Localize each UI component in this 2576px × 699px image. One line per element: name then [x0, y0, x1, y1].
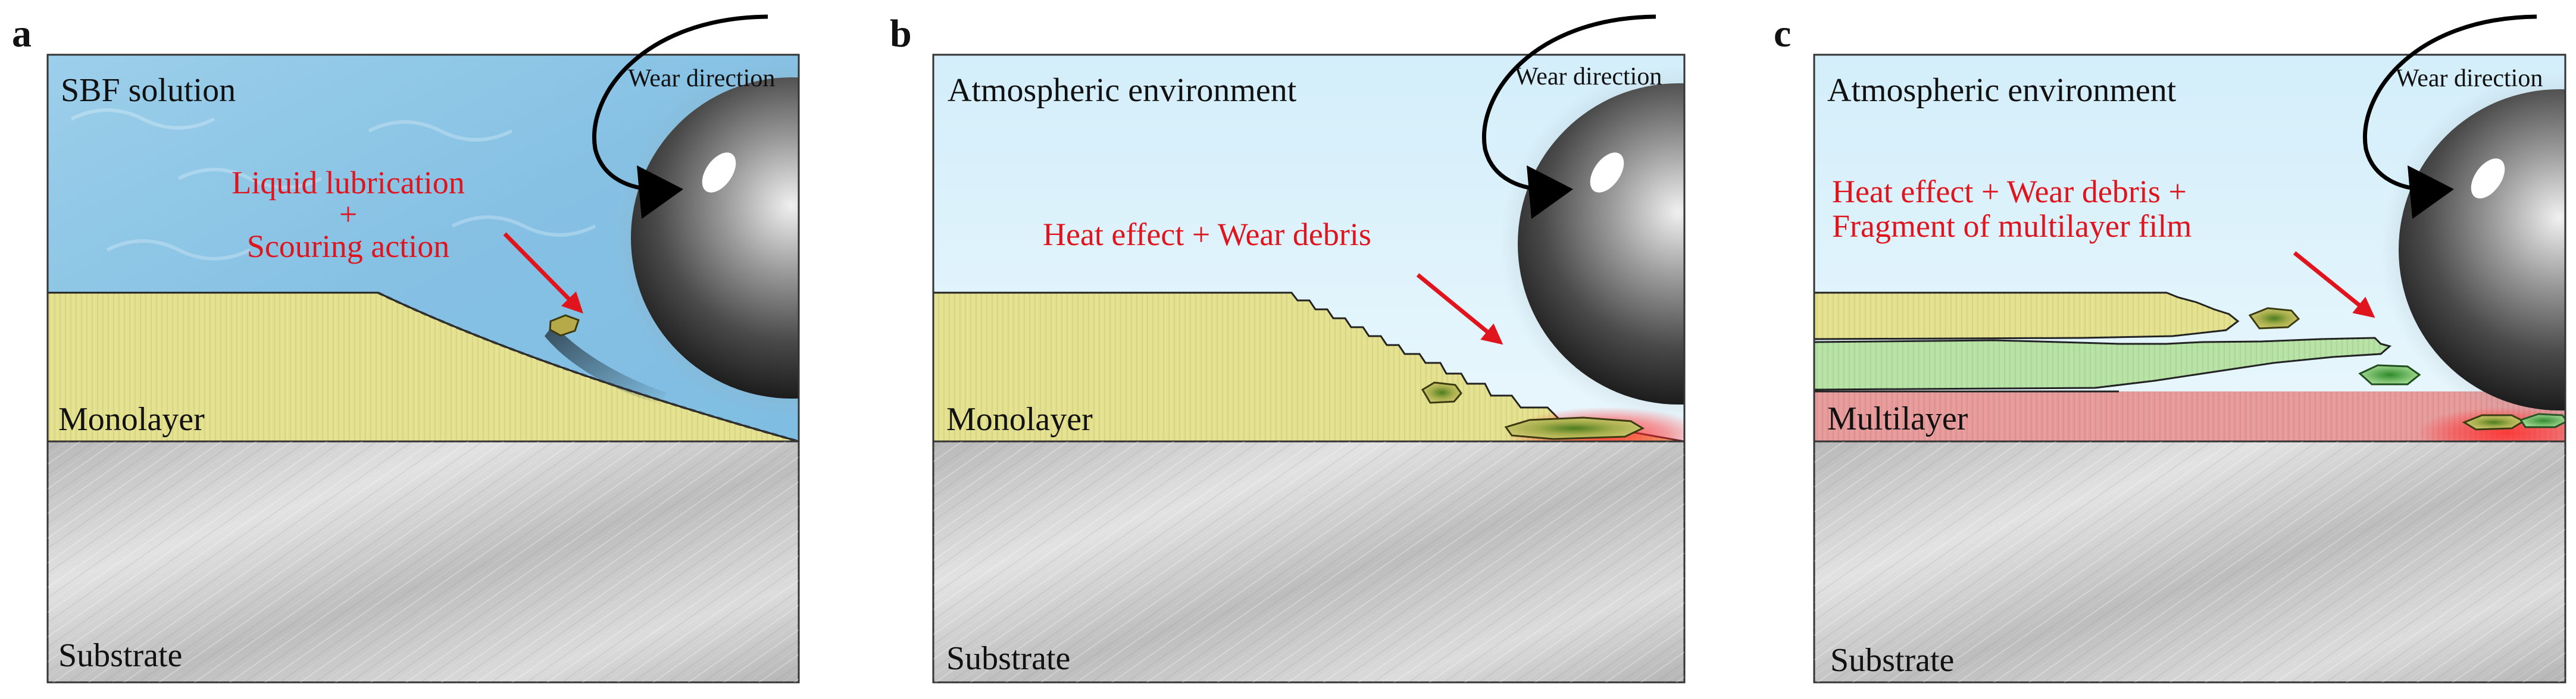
substrate-texture: [933, 441, 1684, 682]
multilayer-yellow-texture: [1814, 293, 2238, 339]
wear-direction-label: Wear direction: [1515, 63, 1662, 90]
wear-direction-arrowhead: [637, 165, 683, 219]
ball-highlight: [1590, 152, 1624, 193]
wear-track: [377, 291, 799, 441]
wear-direction-arrow: [2363, 14, 2537, 192]
counterface-ball: [2399, 89, 2565, 410]
wear-direction-label: Wear direction: [2396, 65, 2543, 92]
wear-direction-arrow: [592, 14, 768, 192]
wear-direction-label: Wear direction: [628, 65, 775, 92]
debris-trail: [545, 324, 667, 405]
panel-b: b Atmospheric environment Wear direction…: [890, 12, 1686, 684]
panel-c: c: [1774, 12, 2566, 684]
wear-direction-arrowhead: [1527, 165, 1573, 219]
mechanism-arrow: [2293, 251, 2375, 318]
environment-label: SBF solution: [61, 72, 236, 109]
layer-label: Monolayer: [58, 401, 205, 438]
substrate-texture: [1814, 441, 2565, 682]
monolayer-edge: [933, 291, 1684, 441]
panel-letter: b: [890, 12, 912, 55]
wear-debris: [2248, 307, 2300, 330]
monolayer-texture: [933, 293, 1684, 441]
wear-debris: [549, 314, 580, 337]
mechanism-line-2: Fragment of multilayer film: [1832, 208, 2192, 244]
ball-highlight: [702, 152, 736, 193]
panel-a-scene: [48, 55, 799, 441]
mechanism-line-1: Heat effect + Wear debris: [1043, 217, 1371, 252]
multilayer-green-texture: [1814, 338, 2390, 390]
substrate-label: Substrate: [946, 640, 1070, 677]
compacted-debris: [1504, 416, 1645, 440]
panel-a: a: [12, 12, 800, 684]
mechanism-line-1: Heat effect + Wear debris +: [1832, 174, 2187, 209]
panel-letter: c: [1774, 12, 1791, 55]
panel-c-scene: [1814, 55, 2565, 441]
substrate-label: Substrate: [1830, 642, 1954, 679]
substrate-texture: [48, 441, 799, 682]
monolayer-texture: [48, 293, 799, 441]
counterface-ball: [631, 77, 799, 399]
wear-direction-arrowhead: [2408, 165, 2454, 219]
ball-highlight: [2471, 158, 2505, 199]
wear-debris: [1421, 381, 1462, 404]
mechanism-arrow: [1416, 273, 1503, 345]
panel-b-scene: [933, 55, 1684, 441]
environment-label: Atmospheric environment: [1827, 72, 2177, 109]
layer-label: Monolayer: [946, 401, 1093, 438]
substrate-label: Substrate: [58, 637, 182, 674]
mechanism-line-2: +: [339, 196, 357, 232]
wear-direction-arrow: [1482, 14, 1656, 192]
water-ripples: [70, 108, 596, 261]
mechanism-line-3: Scouring action: [247, 228, 449, 264]
mechanism-arrow: [503, 232, 583, 314]
panel-letter: a: [12, 12, 32, 55]
environment-label: Atmospheric environment: [948, 72, 1297, 109]
film-fragment: [2358, 364, 2421, 385]
counterface-ball: [1518, 83, 1684, 405]
layer-label: Multilayer: [1827, 400, 1968, 437]
mechanism-line-1: Liquid lubrication: [232, 165, 464, 200]
